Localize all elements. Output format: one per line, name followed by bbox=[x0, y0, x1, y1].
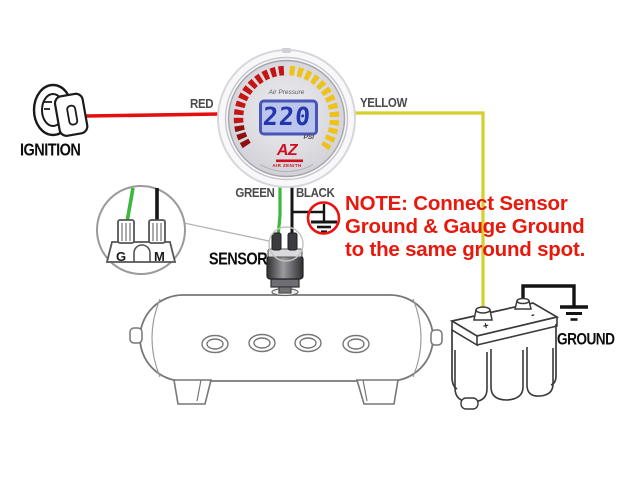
sensor-body bbox=[266, 255, 304, 280]
gauge-drawing bbox=[217, 48, 356, 188]
sensor-label: SENSOR bbox=[208, 249, 268, 269]
sensor-hex-nut bbox=[270, 278, 300, 288]
black-wire-label: BLACK bbox=[296, 186, 335, 200]
sensor-pin-left bbox=[271, 232, 282, 251]
ground-label: GROUND bbox=[557, 330, 615, 349]
pin-m-label: M bbox=[154, 249, 165, 264]
gauge-lower-trim-arc bbox=[259, 163, 314, 172]
az-logo-underline bbox=[276, 159, 303, 163]
gauge-brand-subtext: AIR ZENITH bbox=[272, 162, 302, 168]
magnified-green-wire bbox=[125, 187, 135, 223]
note-line-1: NOTE: Connect Sensor bbox=[345, 192, 568, 215]
gauge-unit: PSI bbox=[303, 134, 314, 141]
note-line-3: to the same ground spot. bbox=[345, 238, 586, 262]
gauge-arc-red bbox=[233, 65, 287, 148]
lcd-display bbox=[259, 99, 318, 136]
battery-lid bbox=[449, 302, 560, 337]
connector-arch bbox=[133, 244, 151, 262]
red-wire-label: RED bbox=[189, 97, 214, 111]
sensor-collar bbox=[267, 248, 303, 258]
note-text: NOTE: Connect Sensor Ground & Gauge Grou… bbox=[345, 192, 585, 262]
gauge-title: Air Pressure bbox=[268, 89, 305, 96]
tank-ports bbox=[201, 333, 370, 354]
red-wire bbox=[85, 112, 221, 118]
gauge-reading: 220 bbox=[261, 102, 313, 131]
tank-left-fitting bbox=[129, 327, 143, 344]
green-wire-label: GREEN bbox=[234, 186, 274, 200]
battery-ground-wire bbox=[521, 284, 576, 306]
sensor-thread bbox=[278, 286, 292, 294]
note-line-2: Ground & Gauge Ground bbox=[345, 215, 585, 239]
yellow-wire-label: YELLOW bbox=[360, 96, 407, 110]
battery-negative-terminal bbox=[514, 297, 532, 310]
battery-foot bbox=[460, 397, 479, 410]
battery-positive-terminal bbox=[473, 306, 493, 321]
magnifier-callout-line bbox=[183, 222, 270, 242]
sensor-target-circle bbox=[268, 226, 304, 262]
connector-base bbox=[105, 241, 177, 263]
pin-g-label: G bbox=[116, 249, 127, 264]
ignition-label: IGNITION bbox=[20, 140, 81, 160]
battery-drawing bbox=[449, 297, 560, 410]
battery-ground-symbol bbox=[560, 305, 588, 321]
gauge-arc-dark-red bbox=[234, 125, 251, 148]
tank-right-fitting bbox=[430, 329, 443, 346]
gauge-ground-symbol bbox=[311, 204, 337, 233]
yellow-wire bbox=[353, 111, 485, 310]
gauge-arc-yellow bbox=[286, 65, 340, 151]
gauge-bezel-notch bbox=[282, 48, 291, 53]
ground-highlight-circle bbox=[306, 201, 341, 235]
air-tank-drawing bbox=[129, 294, 443, 405]
gauge-brand-logo: AZ bbox=[276, 142, 298, 159]
magnifier-detail bbox=[96, 185, 186, 275]
tank-legs bbox=[173, 379, 399, 405]
sensor-drawing bbox=[266, 232, 304, 297]
ignition-switch-drawing bbox=[32, 83, 89, 137]
sensor-pin-right bbox=[287, 232, 298, 251]
